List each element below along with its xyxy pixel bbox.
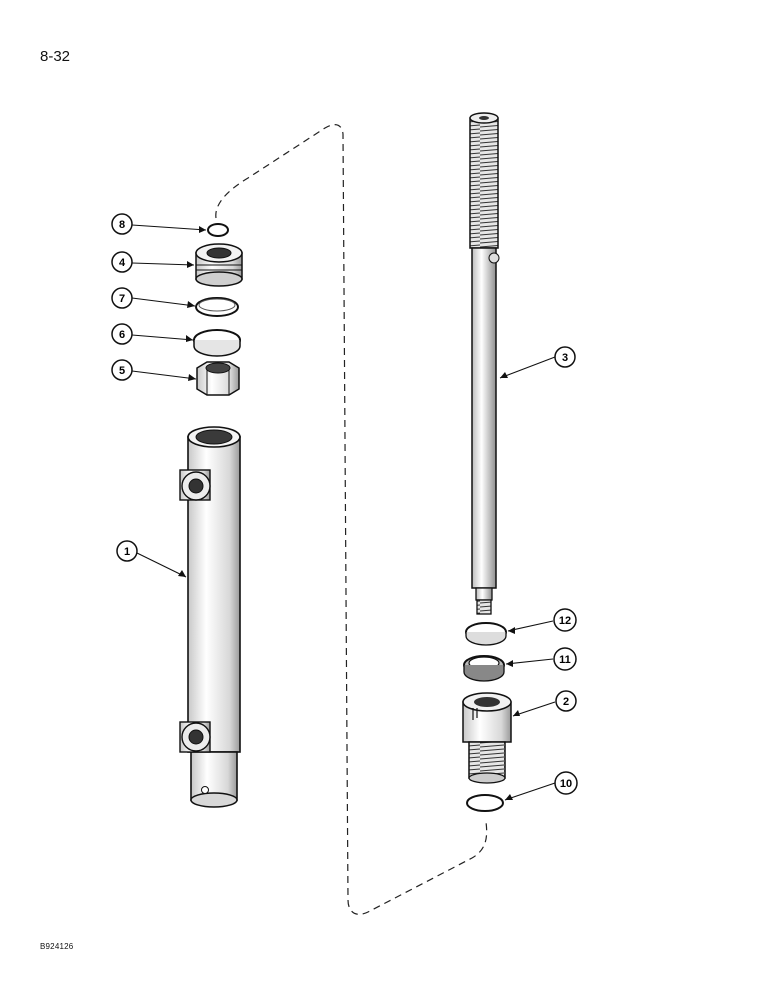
seal-ring-upper — [465, 622, 507, 646]
backup-ring — [195, 297, 239, 317]
page-number: 8-32 — [40, 48, 71, 65]
callout-1: 1 — [116, 540, 138, 562]
leader-lines — [131, 224, 556, 801]
svg-text:6: 6 — [119, 329, 125, 341]
svg-text:1: 1 — [124, 546, 130, 558]
seal-ring-lower — [463, 655, 505, 682]
svg-text:4: 4 — [119, 257, 126, 269]
assembly-guide-line — [215, 124, 488, 915]
callout-12: 12 — [553, 608, 577, 632]
svg-text:7: 7 — [119, 293, 125, 305]
callout-10: 10 — [554, 771, 578, 795]
wear-ring — [193, 329, 241, 357]
piston — [462, 692, 512, 784]
callout-8: 8 — [111, 213, 133, 235]
callout-6: 6 — [111, 323, 133, 345]
cylinder-barrel — [179, 426, 241, 808]
svg-text:5: 5 — [119, 365, 125, 377]
callout-7: 7 — [111, 287, 133, 309]
svg-text:12: 12 — [559, 615, 571, 627]
svg-text:10: 10 — [560, 778, 572, 790]
svg-text:8: 8 — [119, 219, 125, 231]
callout-2: 2 — [555, 690, 577, 712]
piston-rod — [469, 112, 500, 615]
svg-text:11: 11 — [559, 654, 571, 666]
svg-text:2: 2 — [563, 696, 569, 708]
gland — [195, 243, 243, 287]
o-ring-large — [466, 794, 504, 812]
callout-4: 4 — [111, 251, 133, 273]
callout-11: 11 — [553, 647, 577, 671]
callout-5: 5 — [111, 359, 133, 381]
figure-code: B924126 — [40, 942, 74, 951]
svg-text:3: 3 — [562, 352, 568, 364]
callout-3: 3 — [554, 346, 576, 368]
hex-nut — [196, 361, 240, 396]
leader-arrowheads — [178, 226, 520, 800]
o-ring-small — [207, 223, 229, 237]
